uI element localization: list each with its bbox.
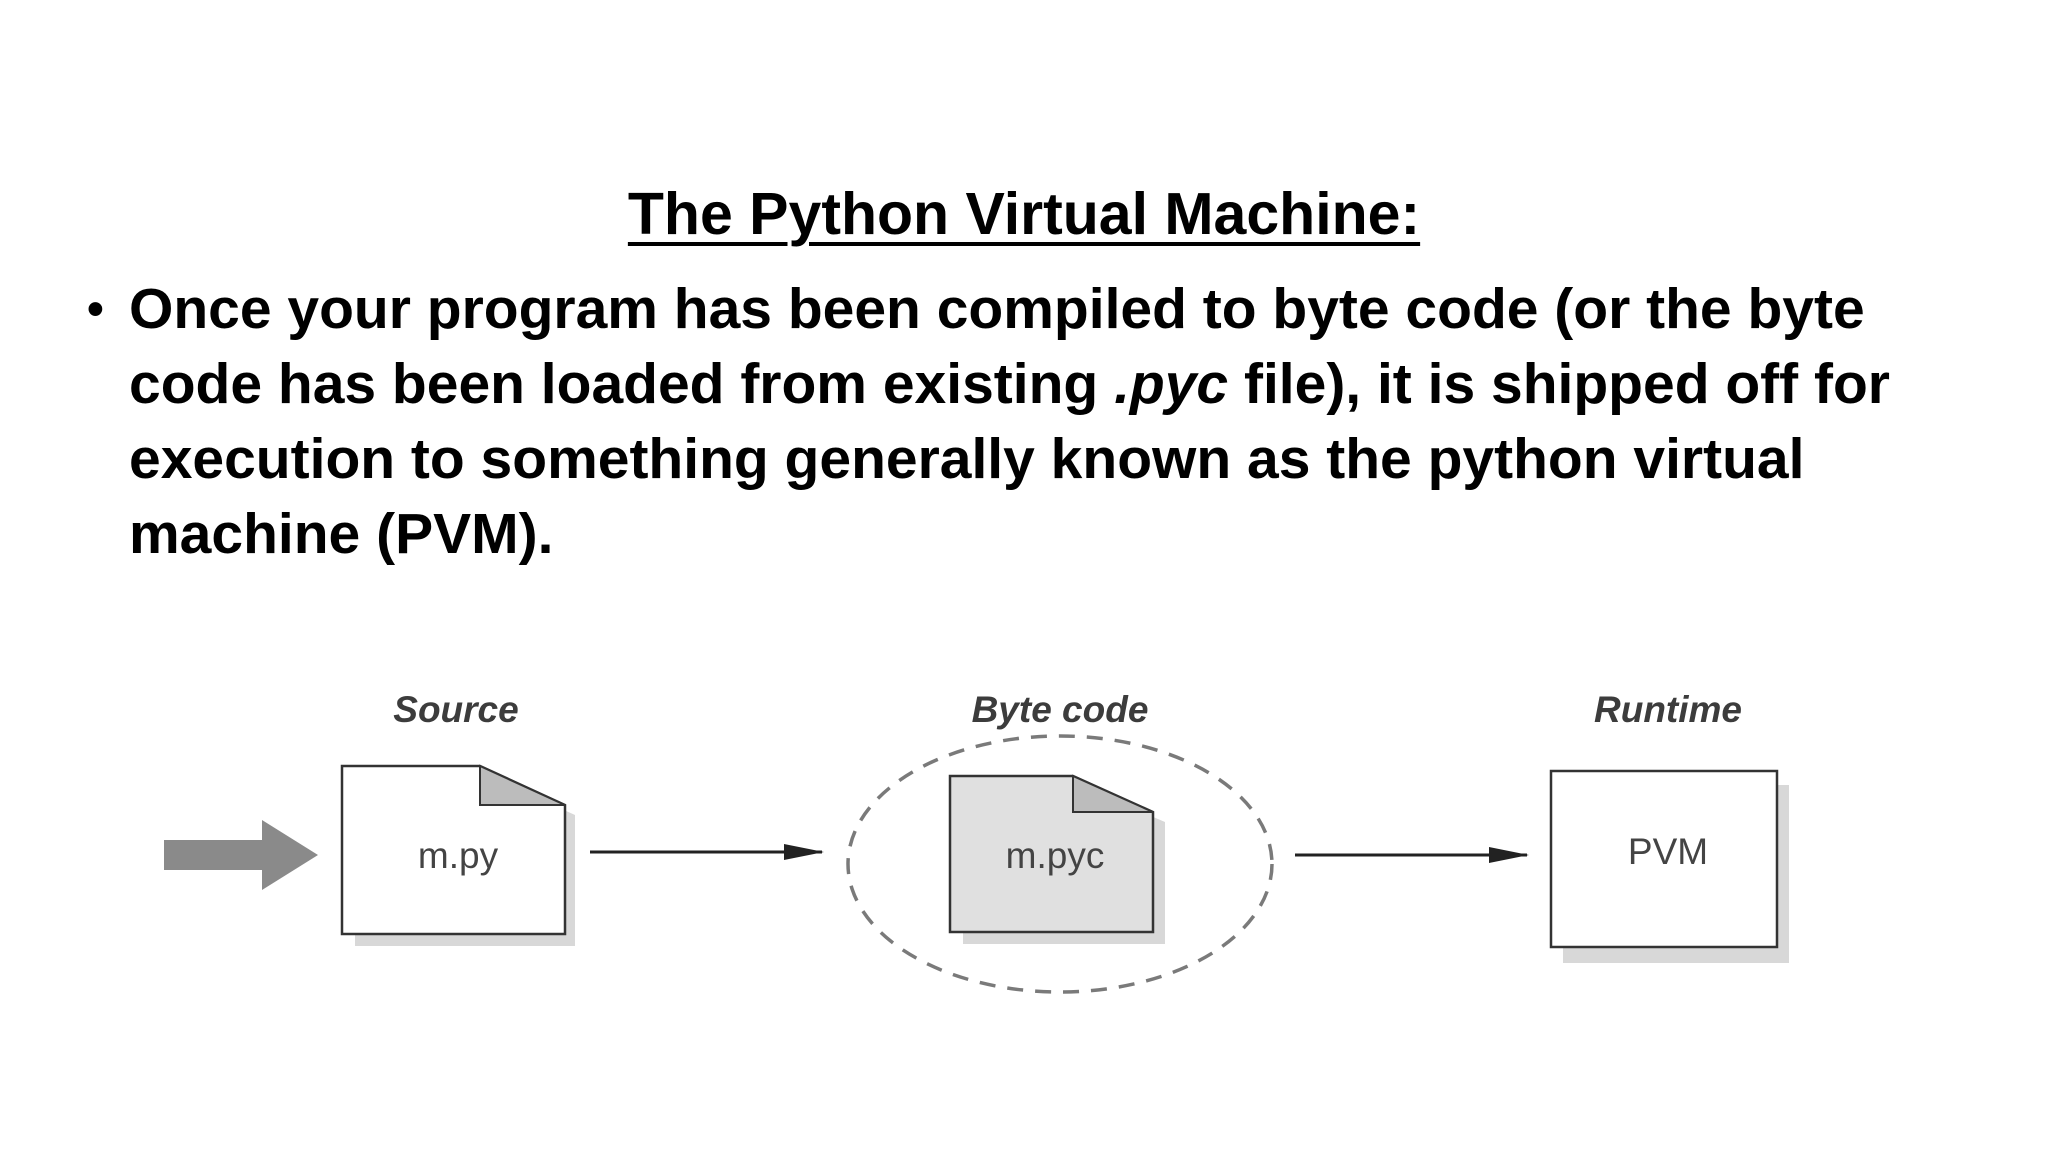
bullet-text: Once your program has been compiled to b… [129,272,1967,572]
pvm-box-label: PVM [1628,831,1708,872]
bytecode-dashed-circle [846,734,1274,994]
bullet-paragraph: • Once your program has been compiled to… [87,272,1967,572]
bytecode-file-icon [948,774,1165,944]
pvm-box-body [1549,769,1779,949]
bytecode-file-label: m.pyc [1006,835,1105,876]
bullet-dot: • [87,283,104,336]
bullet-item: • Once your program has been compiled to… [87,272,1967,572]
input-arrow-icon [164,820,318,890]
source-file-icon [340,764,575,946]
slide-title: The Python Virtual Machine: [627,181,1421,247]
pvm-box-icon [1549,769,1789,963]
bullet-text-part2: file), it is shipped off for execution t… [129,352,1890,566]
input-arrow-head [262,820,318,890]
bytecode-file-dog-ear [1072,774,1154,813]
bullet-text-part1: Once your program has been compiled to b… [129,277,1865,416]
source-file-dog-ear [479,764,566,806]
stage-caption-runtime: Runtime [1594,689,1742,730]
bullet-text-italic: .pyc [1114,352,1229,416]
source-file-label: m.py [418,835,499,876]
stage-caption-bytecode: Byte code [972,689,1149,730]
input-arrow-shaft [164,840,264,870]
stage-caption-source: Source [393,689,518,730]
source-file-body [340,764,567,936]
bytecode-file-body [948,774,1155,934]
